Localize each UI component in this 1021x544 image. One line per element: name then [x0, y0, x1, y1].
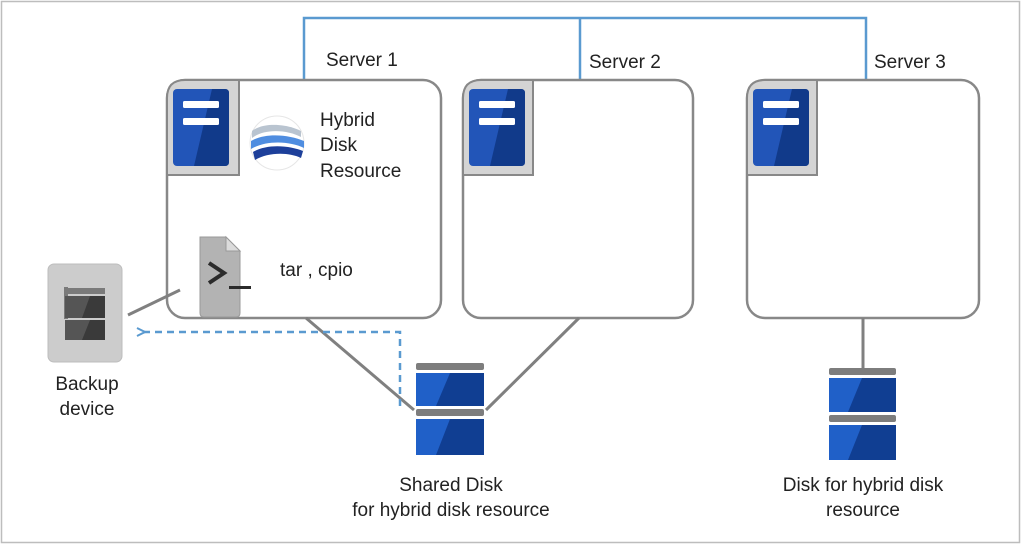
backup-device-icon: [47, 263, 123, 363]
server-2-label: Server 2: [589, 52, 661, 73]
command-label: tar , cpio: [280, 260, 353, 281]
server-3-label: Server 3: [874, 52, 946, 73]
connector-server2-shared-disk: [484, 316, 581, 412]
hybrid-disk-resource-icon: [249, 115, 305, 171]
network-line-main: [302, 16, 868, 80]
hybrid-resource-label-line1: Hybrid: [320, 110, 375, 131]
connector-backup-device: [127, 288, 181, 317]
server-3: Server 3: [745, 52, 981, 320]
command-file-icon: [199, 235, 251, 318]
server-icon: [173, 89, 229, 166]
connector-lines: [127, 288, 865, 412]
hybrid-disk-label-line2: resource: [826, 500, 900, 521]
backup-device-label-line1: Backup: [55, 374, 118, 395]
server-2: Server 2: [461, 52, 695, 320]
network-lines: [302, 16, 868, 80]
backup-flow-arrow: [138, 332, 402, 406]
backup-device-label-line2: device: [60, 399, 115, 420]
server-1: Server 1: [165, 50, 443, 320]
hybrid-resource-label-line3: Resource: [320, 161, 401, 182]
hybrid-disk-icon: [829, 368, 896, 460]
shared-disk-icon: [416, 363, 484, 455]
hybrid-resource-label-line2: Disk: [320, 135, 357, 156]
shared-disk-label-line1: Shared Disk: [399, 475, 503, 496]
hybrid-disk-label-line1: Disk for hybrid disk: [783, 475, 944, 496]
shared-disk-label-line2: for hybrid disk resource: [352, 500, 549, 521]
server-icon: [753, 89, 809, 166]
server-icon: [469, 89, 525, 166]
server-1-label: Server 1: [326, 50, 398, 71]
connector-server1-shared-disk: [305, 316, 415, 412]
